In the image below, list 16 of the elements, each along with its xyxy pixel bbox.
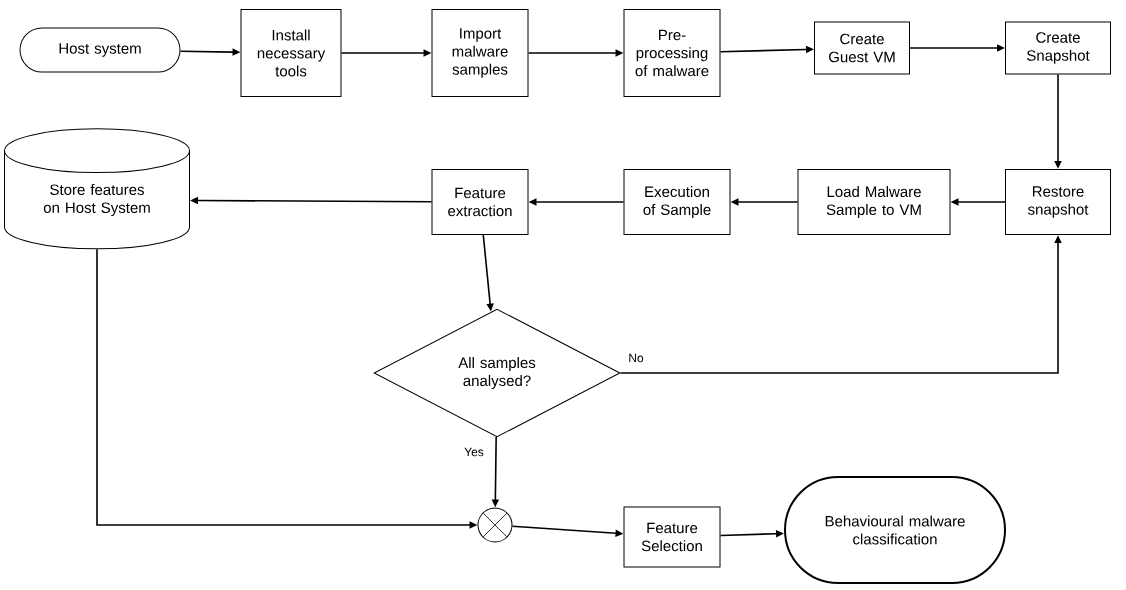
process-box: Create Snapshot [1005, 21, 1111, 75]
edge-label: Yes [463, 446, 485, 458]
terminal-box: Host system [19, 27, 181, 73]
process-box: Create Guest VM [814, 21, 910, 75]
process-box: Restore snapshot [1005, 169, 1111, 235]
process-box: Feature extraction [431, 169, 529, 235]
process-box: Feature Selection [623, 506, 721, 568]
terminal-box: Behavioural malware classification [784, 476, 1006, 584]
summing-junction [477, 507, 513, 543]
process-box: Load Malware Sample to VM [797, 169, 951, 235]
edge-label: No [627, 352, 645, 364]
process-box: Import malware samples [431, 9, 529, 97]
process-box: Install necessary tools [240, 9, 342, 97]
process-box: Execution of Sample [623, 169, 731, 235]
process-box: Pre-processing of malware [623, 9, 721, 97]
database-cylinder: Store features on Host System [4, 128, 190, 250]
